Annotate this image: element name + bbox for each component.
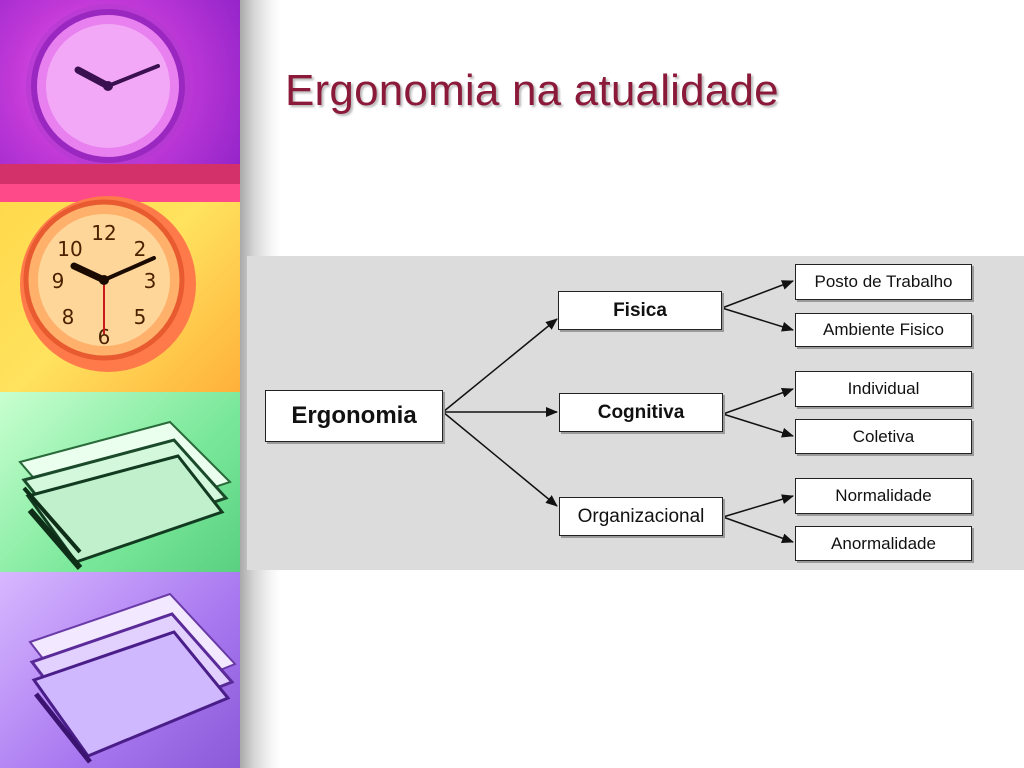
node-ambiente-fisico: Ambiente Fisico — [795, 313, 972, 347]
node-ergonomia: Ergonomia — [265, 390, 443, 442]
node-anormalidade: Anormalidade — [795, 526, 972, 561]
connector-fisica-posto — [721, 280, 794, 309]
connector-cognitiva-coletiva — [722, 413, 794, 438]
svg-text:6: 6 — [98, 325, 111, 349]
clock-photo-purple — [0, 0, 240, 184]
svg-text:3: 3 — [144, 269, 157, 293]
node-organizacional: Organizacional — [559, 497, 723, 536]
decorative-photo-strip: 12 3 6 9 10 2 5 8 — [0, 0, 240, 768]
svg-text:9: 9 — [52, 269, 65, 293]
connector-fisica-ambiente — [721, 307, 794, 332]
papers-photo-green — [0, 392, 240, 572]
svg-text:2: 2 — [134, 237, 147, 261]
slide-title: Ergonomia na atualidade — [285, 66, 779, 115]
connector-cognitiva-individual — [722, 387, 794, 415]
node-fisica: Fisica — [558, 291, 722, 330]
node-posto-de-trabalho: Posto de Trabalho — [795, 264, 972, 300]
papers-photo-purple — [0, 572, 240, 768]
diagram-connectors — [442, 280, 794, 544]
node-individual: Individual — [795, 371, 972, 407]
connector-root-fisica — [442, 318, 558, 413]
connector-organizacional-anormalidade — [722, 516, 794, 544]
node-cognitiva: Cognitiva — [559, 393, 723, 432]
connector-root-organizacional — [442, 411, 558, 507]
svg-text:5: 5 — [134, 305, 147, 329]
ergonomia-tree-diagram: Ergonomia Fisica Cognitiva Organizaciona… — [247, 256, 1024, 570]
svg-text:8: 8 — [62, 305, 75, 329]
clock-photo-yellow: 12 3 6 9 10 2 5 8 — [0, 184, 240, 392]
svg-text:12: 12 — [91, 221, 116, 245]
node-normalidade: Normalidade — [795, 478, 972, 514]
svg-text:10: 10 — [57, 237, 82, 261]
node-coletiva: Coletiva — [795, 419, 972, 454]
connector-organizacional-normalidade — [722, 494, 794, 518]
